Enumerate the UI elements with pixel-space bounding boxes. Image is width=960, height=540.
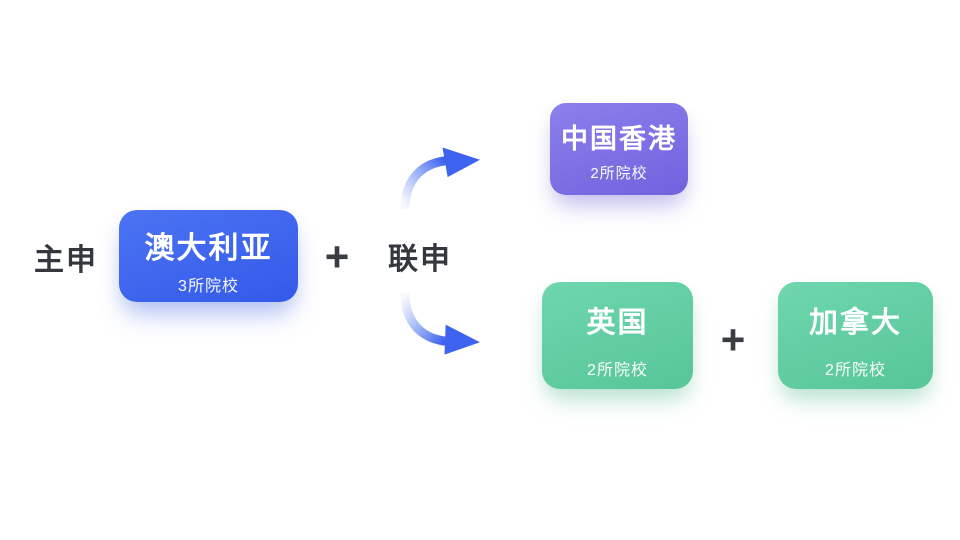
canada-card-title: 加拿大 <box>808 307 902 339</box>
plus-sign-joint: + <box>720 316 746 363</box>
plus-sign-main: + <box>324 233 350 280</box>
australia-card-count: 3所院校 <box>178 278 239 295</box>
joint-application-label: 联申 <box>388 243 452 276</box>
canada-card-count: 2所院校 <box>825 362 886 379</box>
uk-card-title: 英国 <box>586 307 649 339</box>
main-application-label: 主申 <box>34 244 98 277</box>
uk-card: 英国 2所院校 <box>542 282 693 389</box>
australia-card-title: 澳大利亚 <box>144 232 273 265</box>
curved-arrow-up-icon <box>400 147 480 209</box>
curved-arrow-down-icon <box>400 293 480 355</box>
hongkong-card: 中国香港 2所院校 <box>550 103 688 195</box>
hongkong-card-count: 2所院校 <box>590 165 648 182</box>
hongkong-card-title: 中国香港 <box>561 124 677 154</box>
uk-card-count: 2所院校 <box>587 362 648 379</box>
canada-card: 加拿大 2所院校 <box>778 282 933 389</box>
australia-card: 澳大利亚 3所院校 <box>119 210 298 302</box>
